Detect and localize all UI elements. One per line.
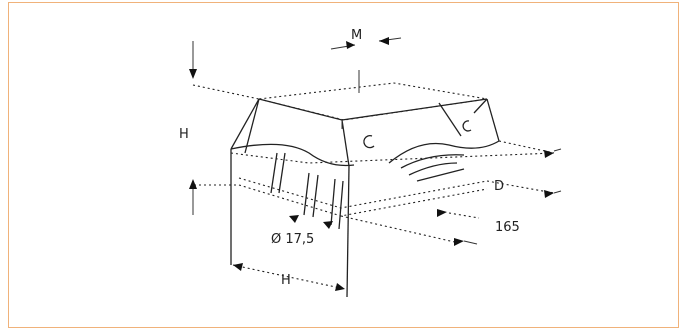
label-diameter: Ø 17,5 [271,232,314,247]
label-h-height: H [179,127,189,142]
dimension-m: M [330,28,402,50]
label-d: D [494,179,504,194]
top-face [192,82,488,121]
technical-drawing: M H H D 165 Ø 17,5 [179,28,562,298]
label-m: M [351,28,362,43]
label-h-width: H [281,273,291,288]
dimension-d: D [494,148,562,198]
legs [230,149,465,298]
dimension-h-height: H [179,41,197,215]
diagram-frame: M H H D 165 Ø 17,5 [8,2,679,328]
dimension-h-width: H [232,263,346,291]
dimension-length: 165 [437,209,520,246]
dimension-diameter: Ø 17,5 [271,215,333,247]
label-length: 165 [495,220,520,235]
body-outline [230,98,555,167]
mounting-holes [341,70,472,149]
